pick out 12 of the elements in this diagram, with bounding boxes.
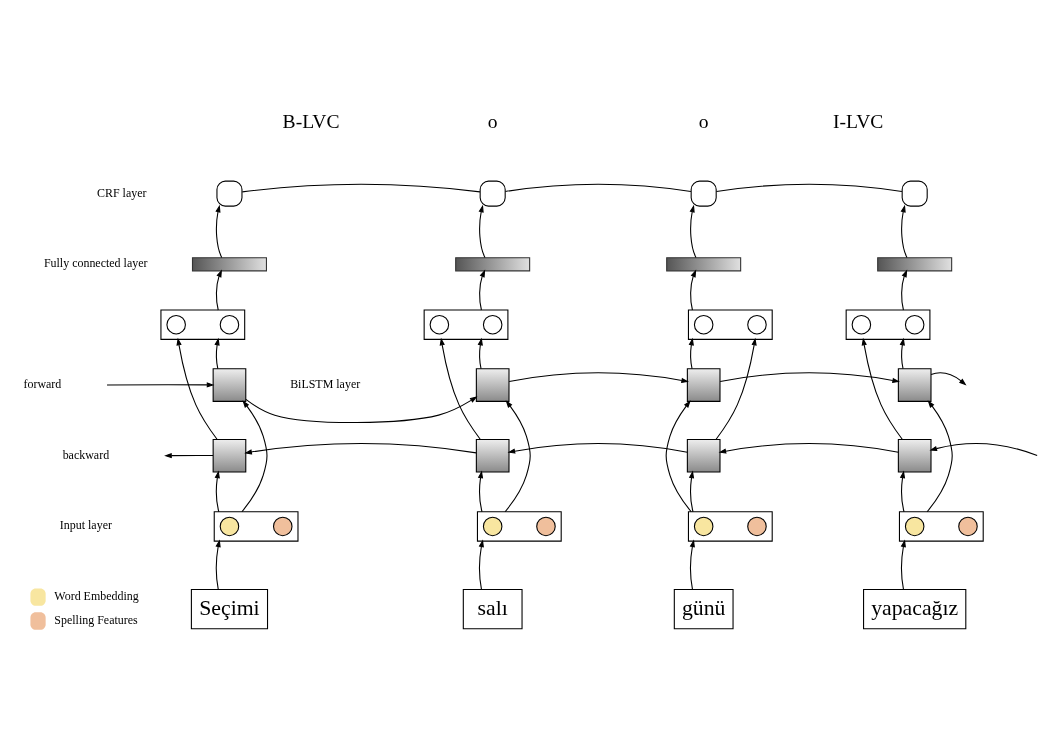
label: backward <box>62 447 110 462</box>
label: o <box>487 110 498 132</box>
legend-label: Word Embedding <box>54 588 139 603</box>
legend-label: Spelling Features <box>54 612 138 627</box>
label: I-LVC <box>832 110 884 132</box>
label: CRF layer <box>97 185 147 200</box>
label: Input layer <box>59 517 112 532</box>
label: B-LVC <box>282 110 340 132</box>
label: o <box>698 110 709 132</box>
label: forward <box>23 376 62 391</box>
label: BiLSTM layer <box>290 376 361 391</box>
label: Fully connected layer <box>43 255 148 270</box>
